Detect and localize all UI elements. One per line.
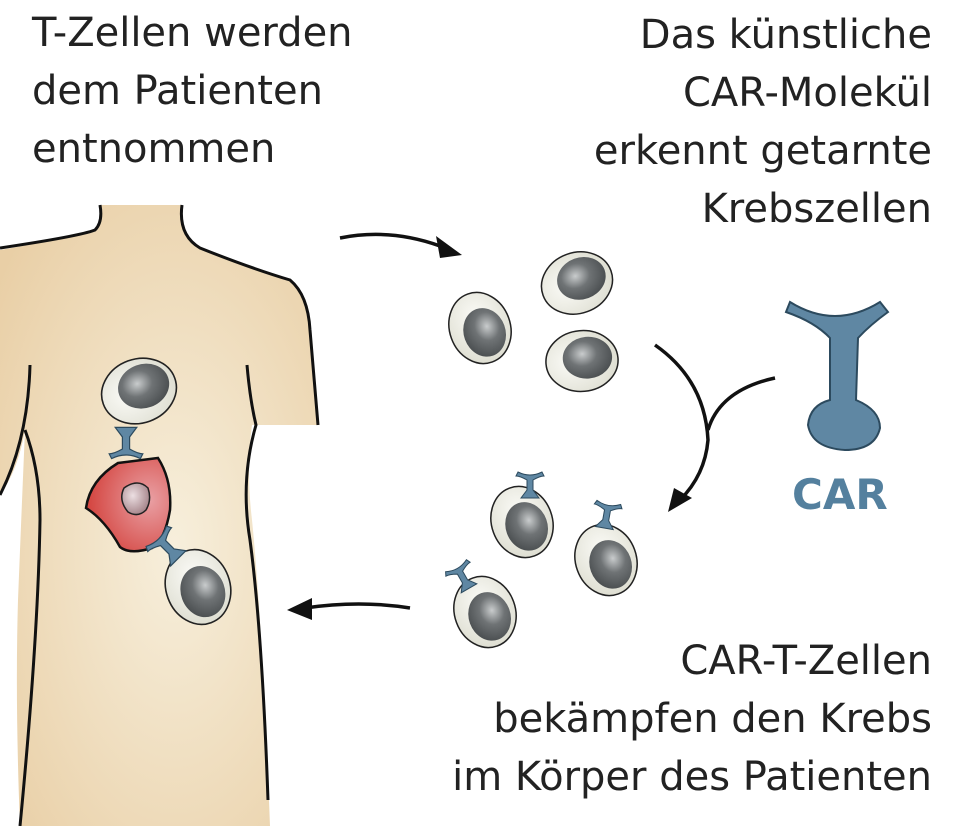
caption-line: CAR-Molekül: [682, 70, 932, 116]
car-molecule-icon: [784, 300, 890, 452]
caption-extraction: T-Zellen werden dem Patienten entnommen: [32, 4, 353, 178]
caption-line: Krebszellen: [701, 186, 932, 232]
process-arrows: [304, 232, 776, 610]
car-label: CAR: [792, 470, 888, 519]
caption-line: T-Zellen werden: [32, 10, 353, 56]
car-t-cells: [443, 471, 648, 658]
caption-line: im Körper des Patienten: [452, 754, 932, 800]
arrowheads: [287, 236, 692, 620]
caption-line: bekämpfen den Krebs: [493, 696, 932, 742]
caption-car-molecule: Das künstliche CAR-Molekül erkennt getar…: [594, 6, 932, 238]
caption-line: erkennt getarnte: [593, 128, 932, 174]
caption-line: dem Patienten: [32, 68, 323, 114]
t-cells-extracted: [438, 241, 623, 396]
caption-line: entnommen: [32, 126, 276, 172]
cancer-cell: [84, 456, 172, 553]
caption-car-t-cells: CAR-T-Zellen bekämpfen den Krebs im Körp…: [452, 632, 932, 806]
caption-line: Das künstliche: [639, 12, 932, 58]
caption-line: CAR-T-Zellen: [680, 638, 932, 684]
